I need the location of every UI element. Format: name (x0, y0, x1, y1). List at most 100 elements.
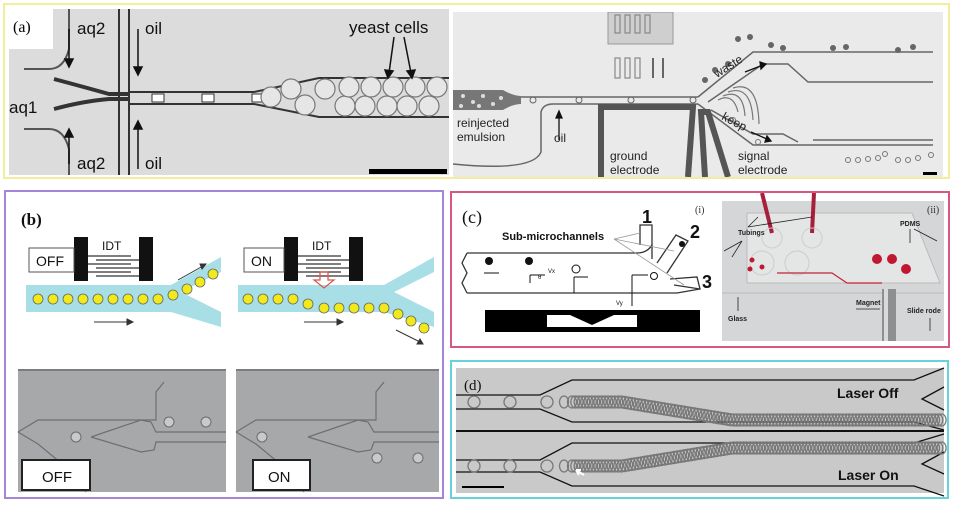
droplet (929, 441, 941, 455)
droplet (751, 441, 762, 455)
droplet-train-on (467, 441, 947, 473)
label-reinjected: reinjected (457, 116, 509, 130)
droplet (636, 398, 647, 412)
droplet (738, 413, 749, 427)
droplet (619, 458, 630, 473)
droplet (761, 413, 772, 427)
droplet (870, 413, 881, 427)
droplet (586, 459, 597, 473)
droplet (787, 413, 799, 427)
droplet (570, 395, 581, 409)
droplet (933, 413, 944, 427)
laser-on-label: Laser On (838, 467, 899, 483)
droplet (682, 406, 693, 420)
droplet (731, 413, 743, 427)
droplet (929, 413, 941, 427)
droplet (646, 400, 657, 414)
droplet (603, 459, 614, 473)
panel-a-right-micrograph: reinjected emulsion oil waste keep groun… (453, 12, 943, 177)
outlet-3-label: 3 (702, 272, 712, 292)
droplet (791, 413, 802, 427)
droplet (919, 413, 931, 427)
droplet (890, 413, 901, 427)
droplet (665, 451, 677, 465)
droplet (692, 407, 703, 421)
droplet (576, 395, 588, 409)
droplet (596, 459, 607, 473)
droplet (774, 413, 786, 427)
droplet (695, 408, 706, 422)
droplet (834, 441, 845, 455)
droplet (761, 441, 772, 455)
droplet (702, 445, 713, 459)
droplet (784, 413, 795, 427)
droplet (774, 441, 786, 455)
droplet (685, 448, 696, 462)
droplet (794, 441, 805, 455)
droplet (748, 441, 759, 455)
droplet (840, 413, 852, 427)
droplet (712, 410, 723, 425)
photo-ii: (ii) Tubings PDMS Glass Magnet Slide rod… (722, 193, 944, 341)
photo-on-label: ON (268, 469, 291, 486)
droplet (764, 441, 776, 455)
sub-microchannels-label: Sub-microchannels (502, 231, 604, 243)
droplet (873, 413, 885, 427)
droplet (903, 441, 914, 455)
label-oil: oil (554, 131, 566, 145)
droplet (807, 413, 819, 427)
droplet (708, 444, 720, 458)
panel-b-label: (b) (21, 210, 42, 229)
droplet (870, 441, 881, 455)
panel-c-label: (c) (462, 207, 482, 228)
droplet (860, 413, 871, 427)
droplet (642, 399, 654, 413)
droplet (896, 441, 908, 455)
droplet (688, 447, 700, 461)
droplet (606, 395, 617, 409)
droplet (570, 459, 581, 473)
droplet (801, 413, 812, 427)
droplet (688, 407, 700, 421)
schematic-off: IDT OFF (26, 237, 221, 327)
droplet (748, 413, 759, 427)
droplet (705, 444, 716, 459)
pdms-label: PDMS (900, 221, 921, 228)
droplet (923, 441, 934, 455)
droplet (863, 441, 875, 455)
droplet (867, 413, 878, 427)
droplet (867, 441, 878, 455)
droplet (830, 441, 842, 455)
droplet (619, 395, 630, 410)
droplet (682, 448, 693, 462)
droplet (883, 441, 894, 455)
droplet (540, 459, 554, 473)
droplet (698, 408, 710, 423)
droplet (933, 441, 944, 455)
droplet (926, 441, 937, 455)
droplet (659, 452, 670, 466)
magnet-label: Magnet (856, 300, 881, 307)
droplet (916, 441, 927, 455)
droplet (936, 413, 947, 427)
droplet (741, 441, 753, 455)
photo-on: ON (235, 369, 439, 493)
droplet (900, 413, 911, 427)
idt-label-on: IDT (312, 239, 332, 253)
label-emulsion: emulsion (457, 130, 505, 144)
droplet (609, 459, 621, 473)
scale-bar (369, 169, 447, 174)
droplet (558, 395, 570, 409)
droplet (728, 441, 739, 455)
label-oil-top: oil (145, 19, 162, 38)
sub-ii-tag: (ii) (927, 205, 939, 216)
droplet (616, 459, 627, 473)
droplet (738, 441, 749, 455)
droplet (583, 395, 594, 409)
vy-label: Vy (616, 301, 623, 307)
droplet (768, 413, 779, 427)
droplet (893, 441, 904, 455)
droplet (791, 441, 802, 455)
droplet (827, 441, 838, 455)
label-yeast-cells: yeast cells (349, 18, 428, 37)
